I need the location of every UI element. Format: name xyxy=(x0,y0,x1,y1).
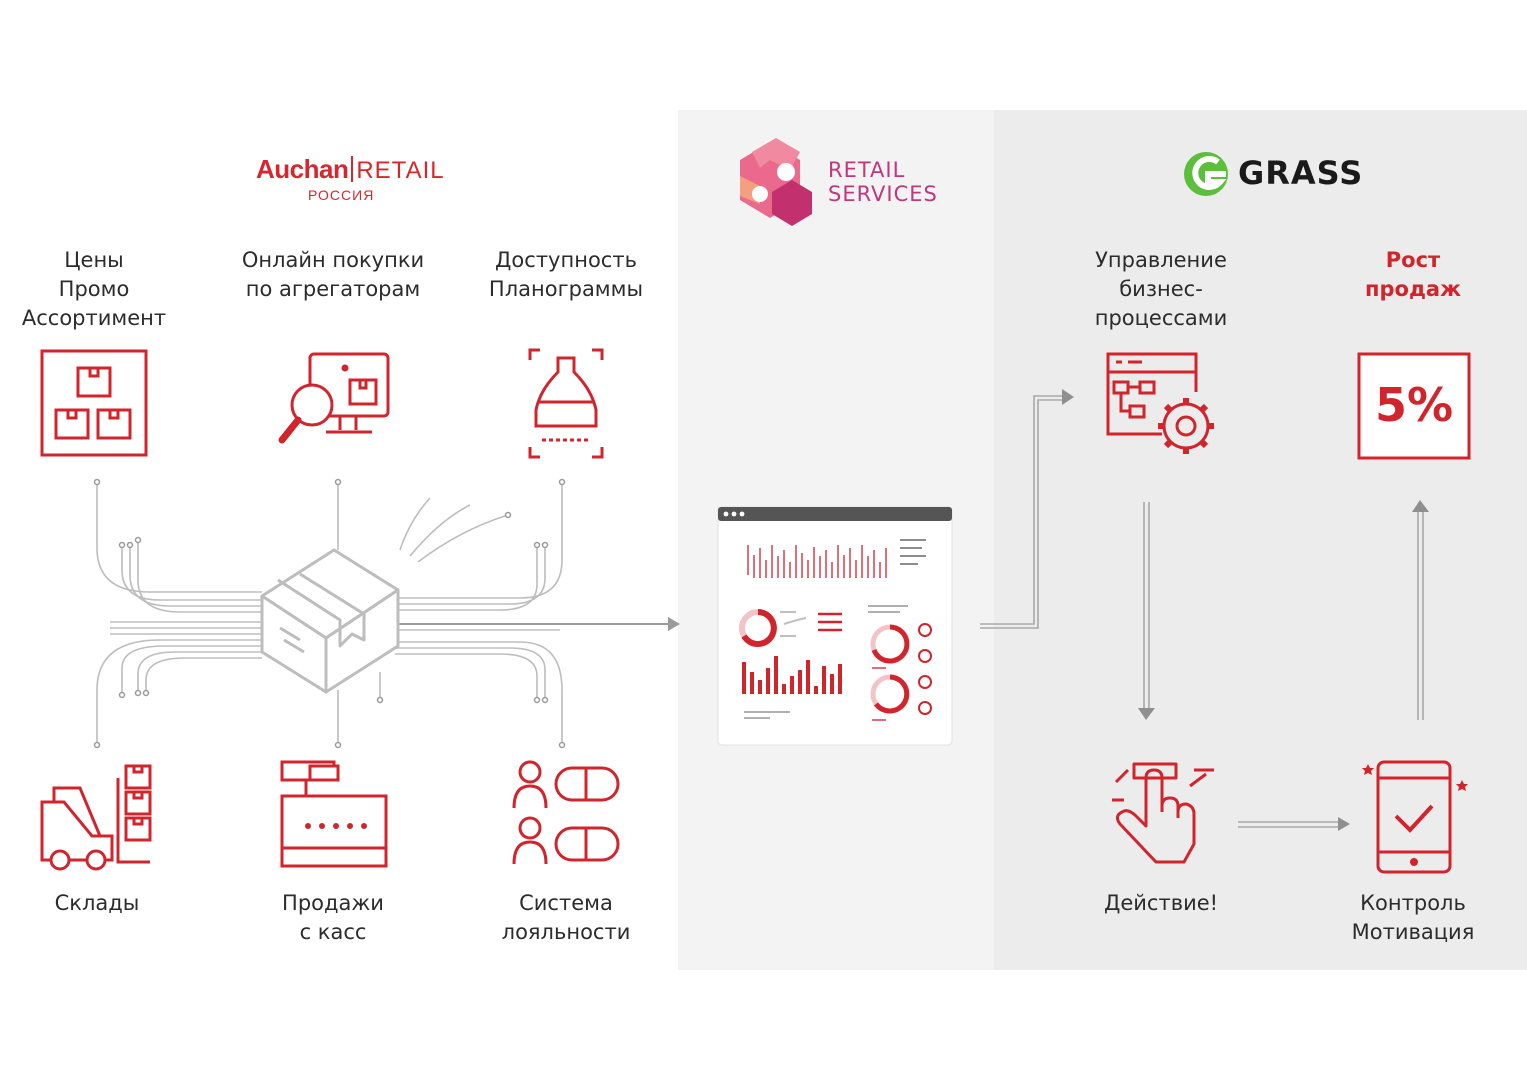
process-arrowheads xyxy=(1062,389,1429,831)
process-arrows xyxy=(980,395,1424,828)
auchan-country: РОССИЯ xyxy=(308,187,375,203)
workflow-gear-icon xyxy=(1106,352,1214,454)
connector-lines xyxy=(96,482,668,745)
growth-value: 5% xyxy=(1374,378,1454,432)
connector-dots xyxy=(93,478,566,749)
package-box-icon xyxy=(260,548,400,694)
bottle-scan-icon xyxy=(528,348,604,459)
label-warehouses: Склады xyxy=(54,891,140,915)
boxes-icon xyxy=(40,349,148,457)
label-loyalty: Система лояльности xyxy=(501,891,631,944)
arrow-to-dashboard xyxy=(668,617,680,631)
loyalty-cards-icon xyxy=(512,760,620,865)
forklift-icon xyxy=(40,764,152,871)
grass-logo-text: GRASS xyxy=(1238,154,1364,192)
auchan-separator xyxy=(351,156,354,182)
dashboard-window-icon xyxy=(717,506,953,746)
auchan-division: RETAIL xyxy=(356,157,445,184)
label-pos-sales: Продажи с касс xyxy=(282,891,384,944)
auchan-logo: Auchan RETAIL РОССИЯ xyxy=(256,154,445,203)
auchan-brand: Auchan xyxy=(256,154,349,184)
retail-services-logo-icon xyxy=(740,138,812,226)
online-search-icon xyxy=(278,352,390,444)
label-control: Контроль Мотивация xyxy=(1351,891,1475,944)
grass-logo-icon xyxy=(1184,152,1228,196)
label-availability: Доступность Планограммы xyxy=(488,248,644,301)
phone-check-icon xyxy=(1362,760,1468,874)
label-sales-growth: Рост продаж xyxy=(1365,248,1461,301)
percent-box-icon xyxy=(1357,352,1471,460)
tap-hand-icon xyxy=(1112,762,1214,864)
label-action: Действие! xyxy=(1103,891,1219,915)
label-prices-promo: Цены Промо Ассортимент xyxy=(21,248,167,330)
label-business-processes: Управление бизнес- процессами xyxy=(1094,248,1228,330)
cash-register-icon xyxy=(280,760,388,868)
retail-services-logo-text: RETAIL SERVICES xyxy=(828,158,938,206)
label-online-purchases: Онлайн покупки по агрегаторам xyxy=(241,248,425,301)
